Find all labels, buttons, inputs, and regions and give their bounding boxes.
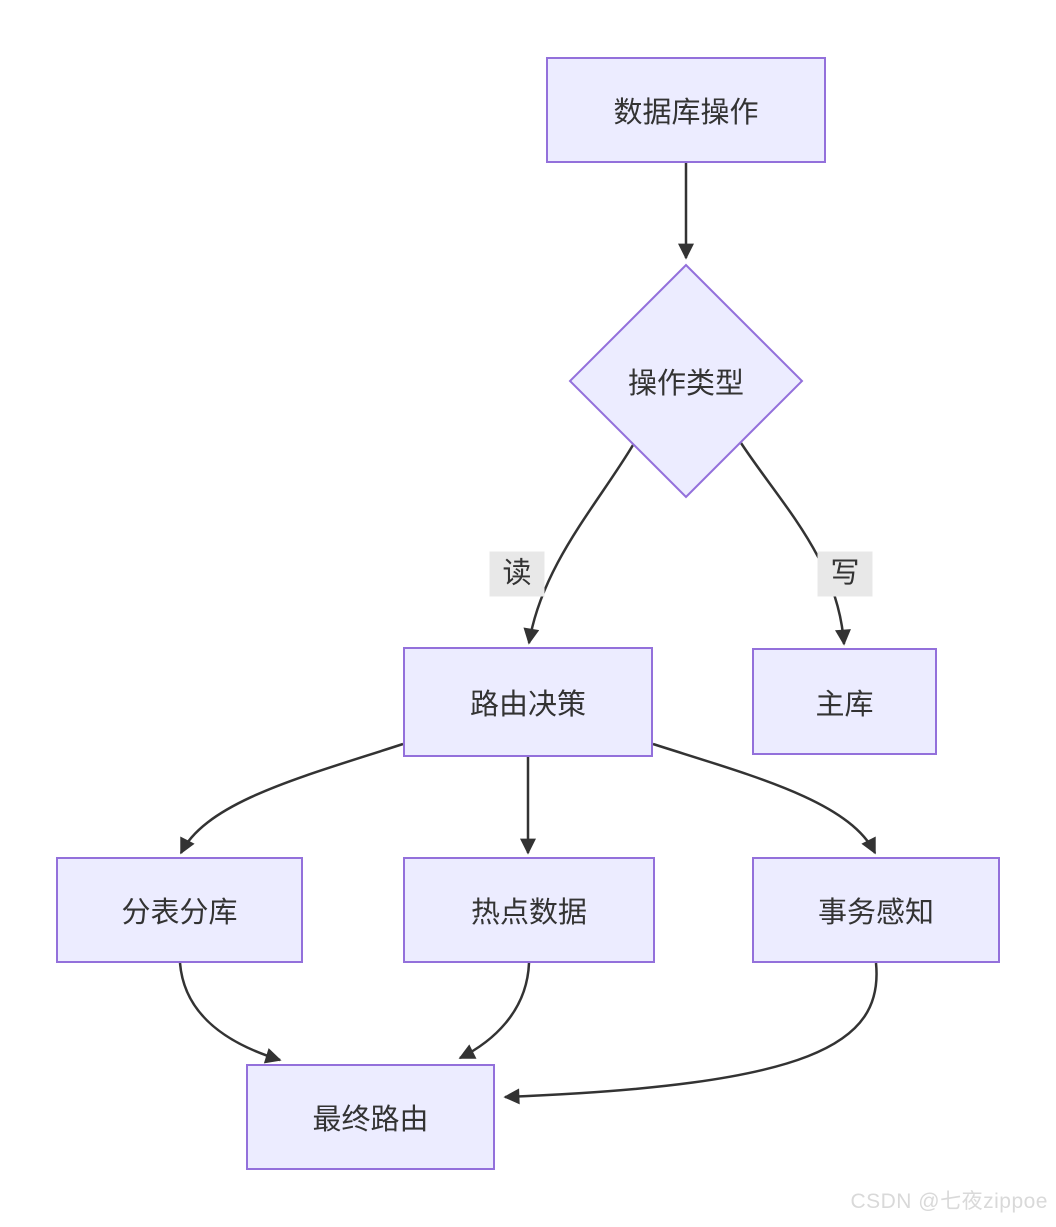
watermark: CSDN @七夜zippoe	[850, 1190, 1048, 1213]
edge-label-read: 读	[489, 551, 545, 597]
node-operation-type-label: 操作类型	[627, 368, 744, 400]
edge-routing-to-txn	[652, 742, 877, 855]
edge-sharding-to-final	[178, 962, 282, 1064]
edge-type-to-master	[739, 442, 851, 646]
edge-type-to-routing	[523, 444, 635, 645]
node-routing-decision: 路由决策	[403, 647, 653, 757]
edge-routing-to-sharding	[179, 742, 404, 855]
node-hot-data: 热点数据	[403, 857, 655, 963]
node-sharding: 分表分库	[56, 857, 303, 963]
node-transaction-aware: 事务感知	[752, 857, 1000, 963]
node-database-operation: 数据库操作	[546, 57, 826, 163]
node-master-db: 主库	[752, 648, 937, 755]
edge-hotdata-to-final	[458, 962, 531, 1060]
edge-label-write: 写	[817, 551, 873, 597]
edge-txn-to-final	[503, 962, 878, 1105]
node-final-route: 最终路由	[246, 1064, 495, 1170]
